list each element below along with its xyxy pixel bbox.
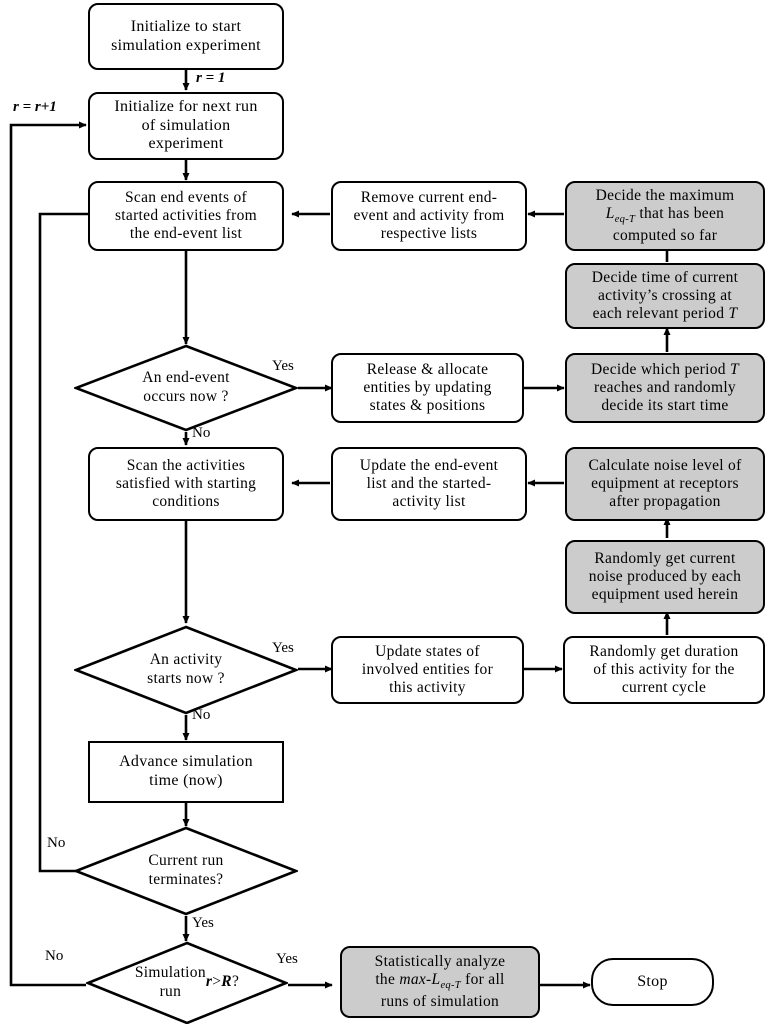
edge-label-no-activity: No [192,707,211,723]
simulation-run-diamond-shape [84,941,290,1024]
edge-label-no-end-event: No [192,425,211,441]
edge-label-r-increment: r = r+1 [13,99,57,115]
edge-label-yes-current-run: Yes [192,915,214,931]
activity-starts-diamond-shape [72,625,300,715]
edge-simrun-no-loop [9,121,87,987]
edge-label-yes-activity: Yes [272,640,294,656]
node-stop-label: Stop [637,972,668,990]
node-remove-current[interactable]: Remove current end-event and activity fr… [331,181,527,251]
node-stop[interactable]: Stop [591,958,714,1006]
edge-label-yes-end-event: Yes [272,358,294,374]
edge-label-r-equals-1: r = 1 [196,70,226,86]
edge-label-yes-simulation-run: Yes [276,951,298,967]
end-event-diamond-shape [72,344,300,432]
node-remove-current-label: Remove current end-event and activity fr… [353,188,505,243]
edge-label-no-current-run: No [47,835,66,851]
current-run-diamond-shape [72,826,300,916]
edge-label-no-simulation-run: No [45,948,64,964]
